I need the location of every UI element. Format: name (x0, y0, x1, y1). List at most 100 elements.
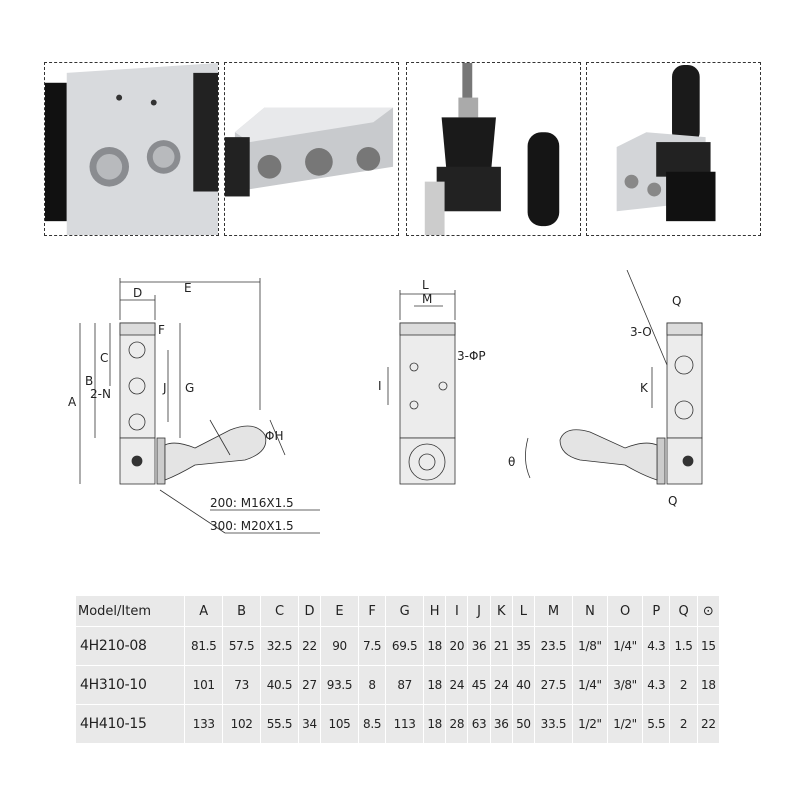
product-photo-side-ports (224, 62, 399, 236)
model-cell: 4H310-10 (76, 666, 185, 704)
value-cell: 1.5 (670, 627, 697, 665)
value-cell: 21 (490, 627, 512, 665)
col-header: E (321, 596, 358, 626)
value-cell: 27.5 (535, 666, 572, 704)
label-phi-H: ΦH (265, 429, 283, 443)
value-cell: 55.5 (261, 705, 298, 743)
value-cell: 36 (468, 627, 490, 665)
col-header: Model/Item (76, 596, 185, 626)
label-L: L (422, 278, 429, 292)
value-cell: 5.5 (643, 705, 670, 743)
label-A: A (68, 395, 77, 409)
col-header: K (490, 596, 512, 626)
value-cell: 18 (697, 666, 719, 704)
col-header: C (261, 596, 298, 626)
product-photo-assembled-valve (586, 62, 761, 236)
value-cell: 36 (490, 705, 512, 743)
value-cell: 1/4" (608, 627, 643, 665)
col-header: F (358, 596, 386, 626)
value-cell: 4.3 (643, 666, 670, 704)
value-cell: 63 (468, 705, 490, 743)
value-cell: 113 (386, 705, 424, 743)
model-cell: 4H410-15 (76, 705, 185, 743)
value-cell: 28 (446, 705, 468, 743)
dimension-drawing: E D F A B C J G 2-N ΦH 200: M16X1.5 300:… (68, 270, 703, 534)
label-I: I (378, 379, 382, 393)
thread-300-label: 300: M20X1.5 (210, 519, 294, 533)
label-3-phi-P: 3-ΦP (457, 349, 486, 363)
value-cell: 20 (446, 627, 468, 665)
value-cell: 15 (697, 627, 719, 665)
value-cell: 45 (468, 666, 490, 704)
col-header: Q (670, 596, 697, 626)
col-header: H (424, 596, 446, 626)
label-D: D (133, 286, 142, 300)
value-cell: 93.5 (321, 666, 358, 704)
value-cell: 24 (446, 666, 468, 704)
label-Q-top: Q (672, 294, 681, 308)
value-cell: 4.3 (643, 627, 670, 665)
product-photo-lever-and-knob (406, 62, 581, 236)
value-cell: 40.5 (261, 666, 298, 704)
value-cell: 2 (670, 666, 697, 704)
label-3-O: 3-O (630, 325, 652, 339)
col-header: A (185, 596, 223, 626)
label-G: G (185, 381, 194, 395)
col-header: O (608, 596, 643, 626)
value-cell: 73 (223, 666, 261, 704)
col-header: ⊙ (697, 596, 719, 626)
value-cell: 102 (223, 705, 261, 743)
value-cell: 2 (670, 705, 697, 743)
col-header: G (386, 596, 424, 626)
value-cell: 8.5 (358, 705, 386, 743)
value-cell: 34 (298, 705, 321, 743)
value-cell: 1/2" (608, 705, 643, 743)
col-header: I (446, 596, 468, 626)
col-header: P (643, 596, 670, 626)
label-K: K (640, 381, 649, 395)
value-cell: 133 (185, 705, 223, 743)
label-E: E (184, 281, 192, 295)
value-cell: 1/8" (572, 627, 608, 665)
col-header: M (535, 596, 572, 626)
spec-table: Model/Item A B C D E F G H I J K L M N O… (75, 595, 720, 744)
value-cell: 3/8" (608, 666, 643, 704)
value-cell: 87 (386, 666, 424, 704)
value-cell: 24 (490, 666, 512, 704)
label-theta: θ (508, 455, 515, 469)
value-cell: 35 (512, 627, 535, 665)
value-cell: 27 (298, 666, 321, 704)
col-header: N (572, 596, 608, 626)
value-cell: 50 (512, 705, 535, 743)
label-M: M (422, 292, 432, 306)
table-header-row: Model/Item A B C D E F G H I J K L M N O… (76, 596, 719, 626)
label-J: J (162, 381, 167, 395)
value-cell: 40 (512, 666, 535, 704)
value-cell: 1/2" (572, 705, 608, 743)
label-2-N: 2-N (90, 387, 111, 401)
value-cell: 8 (358, 666, 386, 704)
value-cell: 1/4" (572, 666, 608, 704)
value-cell: 18 (424, 666, 446, 704)
value-cell: 90 (321, 627, 358, 665)
label-Q-bottom: Q (668, 494, 677, 508)
value-cell: 22 (298, 627, 321, 665)
value-cell: 105 (321, 705, 358, 743)
value-cell: 101 (185, 666, 223, 704)
value-cell: 81.5 (185, 627, 223, 665)
value-cell: 22 (697, 705, 719, 743)
value-cell: 32.5 (261, 627, 298, 665)
label-C: C (100, 351, 108, 365)
col-header: J (468, 596, 490, 626)
model-cell: 4H210-08 (76, 627, 185, 665)
value-cell: 18 (424, 627, 446, 665)
value-cell: 69.5 (386, 627, 424, 665)
value-cell: 23.5 (535, 627, 572, 665)
col-header: D (298, 596, 321, 626)
value-cell: 7.5 (358, 627, 386, 665)
product-photo-ports-closeup (44, 62, 219, 236)
label-B: B (85, 374, 93, 388)
